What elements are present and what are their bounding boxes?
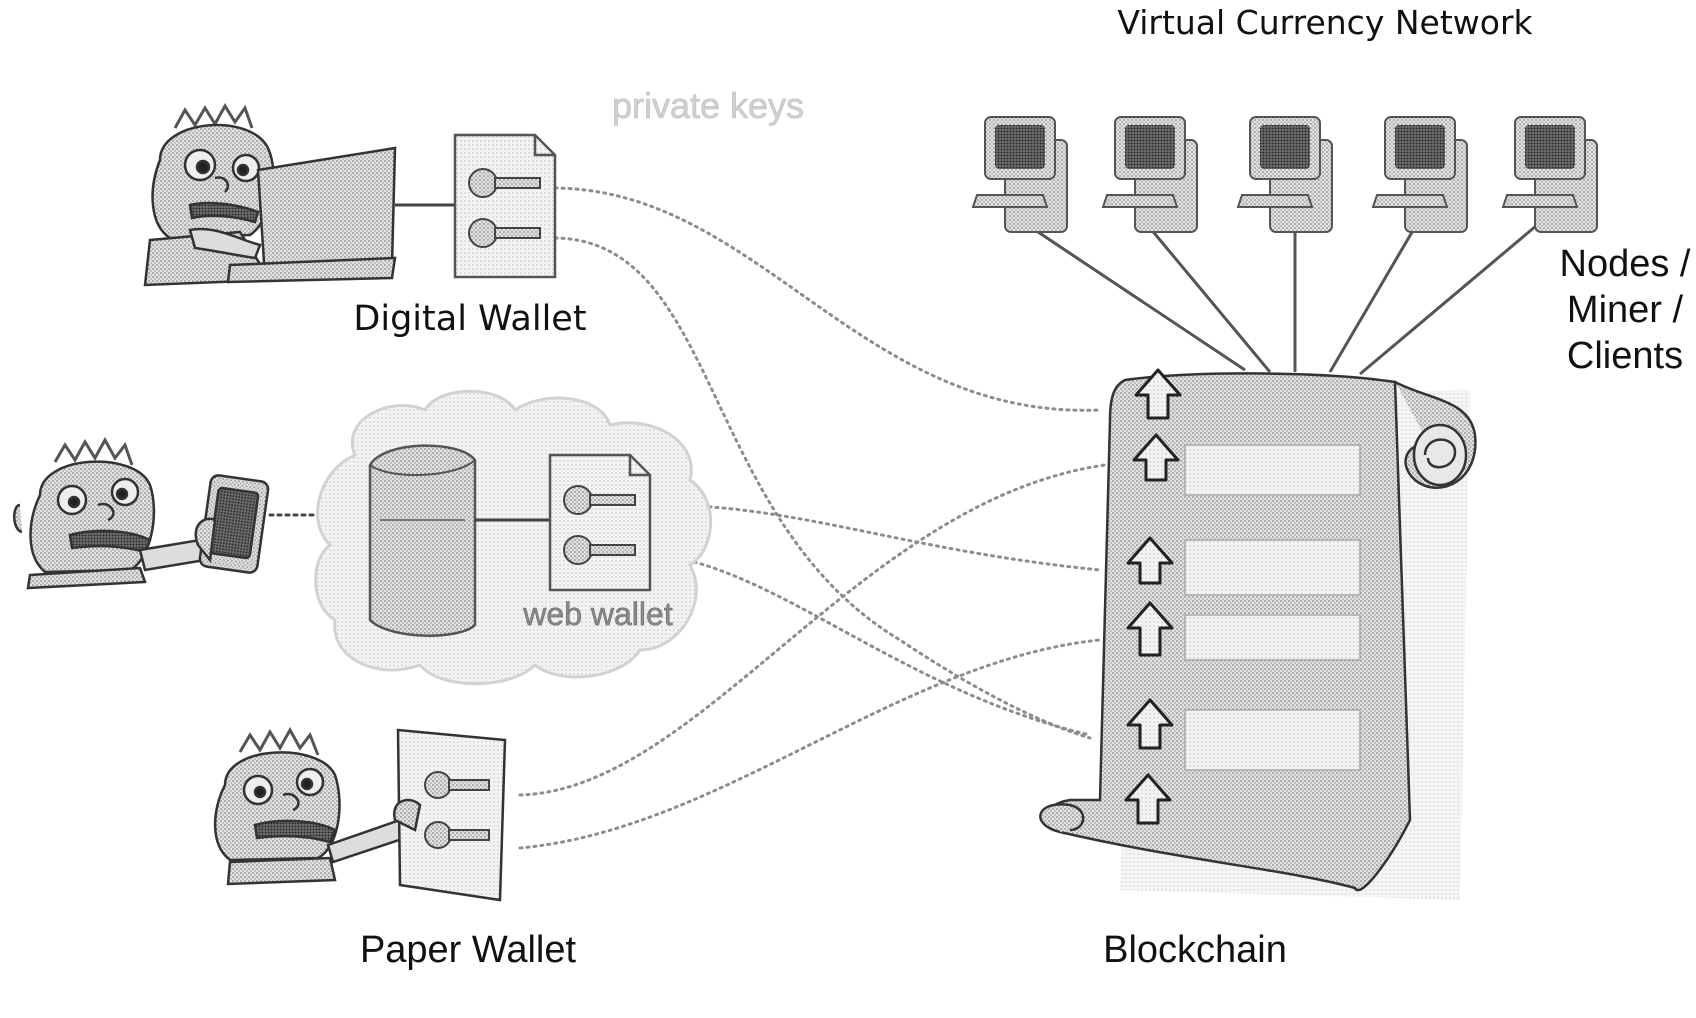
block-row — [1184, 709, 1361, 771]
nodes-label: Nodes / Miner / Clients — [1560, 243, 1691, 377]
node-link — [1133, 209, 1272, 373]
block-row — [1184, 539, 1361, 596]
paper-user-icon — [213, 726, 507, 902]
desktop-computer-icon — [1101, 116, 1198, 233]
private-keys-label: private keys — [612, 85, 804, 126]
connection-line — [518, 638, 1102, 850]
key-document-icon — [548, 453, 652, 592]
phone-user-icon — [13, 436, 270, 590]
digital-wallet-label: Digital Wallet — [353, 299, 586, 339]
block-arrow-up-icon — [1134, 368, 1182, 420]
connection-line — [518, 463, 1107, 797]
desktop-computer-icon — [1236, 116, 1333, 233]
web-wallet-label: web wallet — [522, 596, 673, 632]
server-icon — [368, 444, 477, 637]
blockchain-label: Blockchain — [1103, 929, 1287, 971]
key-document-icon — [453, 133, 557, 279]
connection-line — [553, 186, 1102, 412]
laptop-user-icon — [143, 103, 397, 287]
node-link — [1004, 208, 1246, 372]
block-row — [1184, 444, 1361, 496]
blockchain-scroll-icon — [1039, 368, 1477, 900]
connection-line — [658, 553, 1092, 737]
desktop-computer-icon — [1501, 116, 1598, 233]
desktop-computer-icon — [1371, 116, 1468, 233]
block-arrow-up-icon — [1126, 536, 1174, 585]
network-title: Virtual Currency Network — [1117, 3, 1533, 42]
node-link — [1328, 209, 1427, 373]
block-arrow-up-icon — [1124, 773, 1172, 825]
paper-wallet-label: Paper Wallet — [360, 929, 577, 971]
connection-line — [553, 236, 1092, 740]
connection-line — [658, 503, 1102, 572]
network-nodes — [971, 116, 1598, 376]
nodes-label-line3: Clients — [1567, 335, 1683, 377]
block-arrow-up-icon — [1126, 698, 1174, 750]
desktop-computer-icon — [971, 116, 1068, 233]
nodes-label-line2: Miner / — [1567, 289, 1684, 331]
paper-key-icon — [396, 728, 507, 902]
nodes-label-line1: Nodes / — [1560, 243, 1691, 285]
block-row — [1184, 614, 1361, 661]
block-arrow-up-icon — [1132, 433, 1180, 482]
node-link — [1359, 208, 1556, 376]
block-arrow-up-icon — [1126, 601, 1174, 657]
